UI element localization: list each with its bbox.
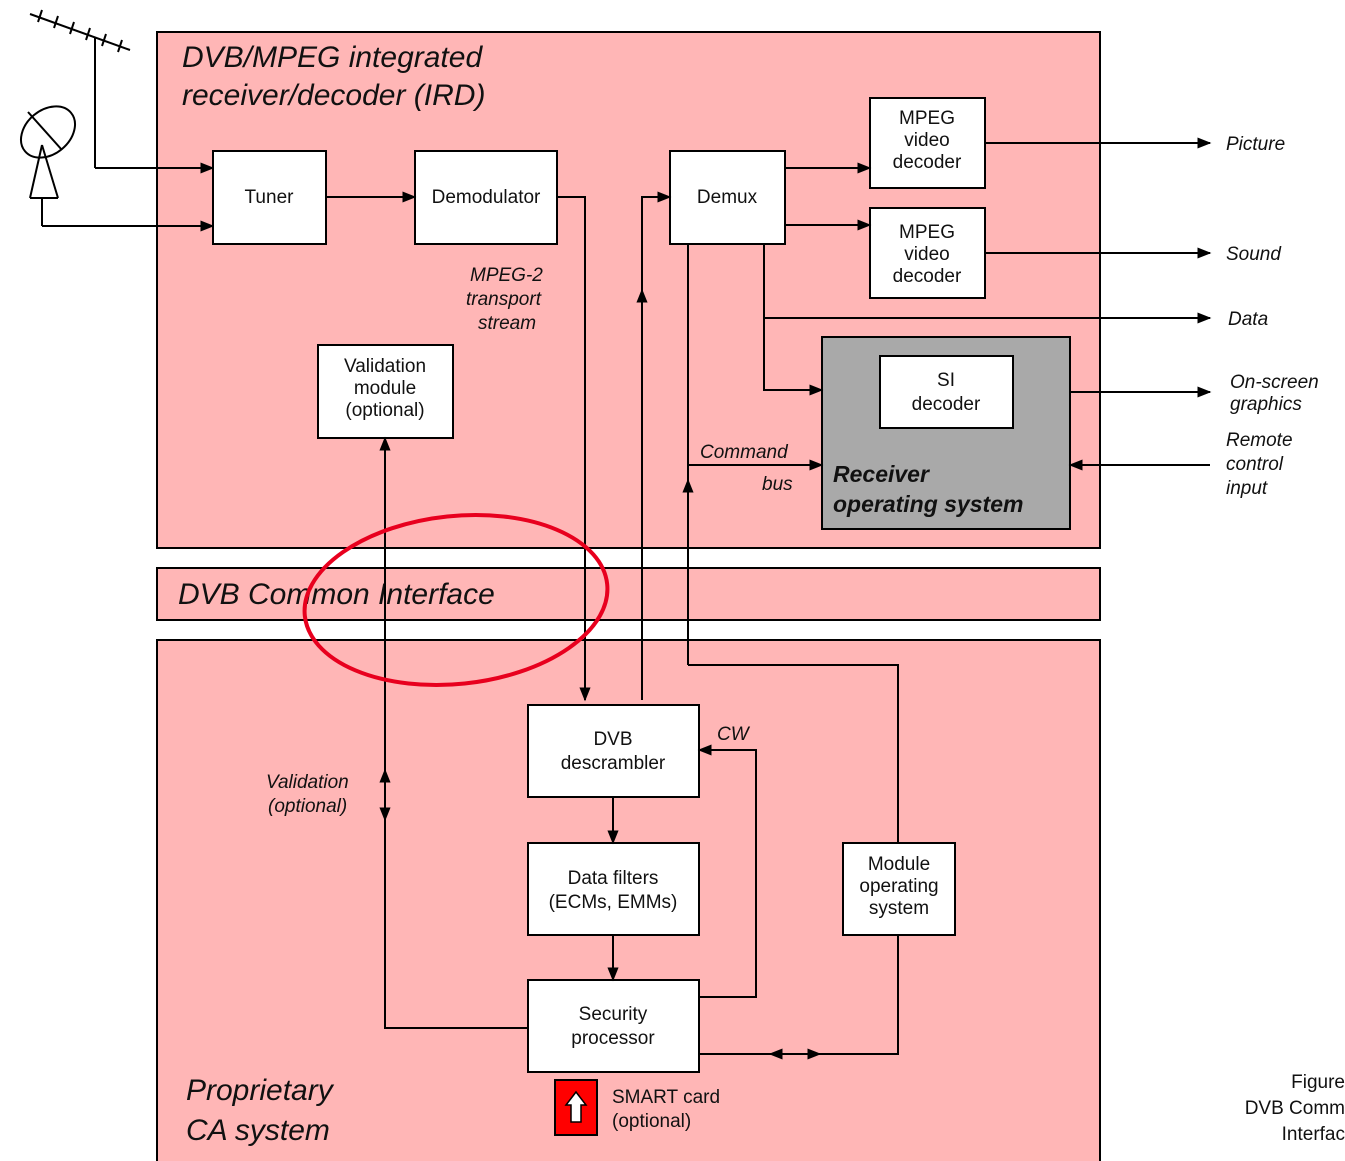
mpeg-video-decoder-2-line1: MPEG — [899, 222, 955, 243]
validation-module-line2: module — [354, 378, 416, 399]
si-decoder-block — [879, 355, 1014, 429]
satellite-dish-icon — [20, 105, 76, 226]
output-sound: Sound — [1226, 244, 1282, 265]
si-decoder-line1: SI — [937, 370, 955, 391]
figure-caption-line3: Interfac — [1282, 1124, 1345, 1145]
dvb-descrambler-block — [527, 704, 700, 798]
common-interface-band — [156, 567, 1101, 621]
highlight-ellipse — [302, 512, 610, 688]
ird-title-line2: receiver/decoder (IRD) — [182, 79, 485, 112]
mpeg-video-decoder-1-line1: MPEG — [899, 108, 955, 129]
smart-card-line1: SMART card — [612, 1087, 720, 1108]
output-remote-line2: control — [1226, 454, 1284, 475]
validation-module-line1: Validation — [344, 356, 426, 377]
common-interface-title: DVB Common Interface — [178, 578, 495, 611]
data-filters-line1: Data filters — [568, 868, 659, 889]
output-remote-line1: Remote — [1226, 430, 1293, 451]
terrestrial-antenna-icon — [29, 9, 131, 168]
security-processor-block — [527, 979, 700, 1073]
mpeg-video-decoder-2-line3: decoder — [893, 266, 962, 287]
validation-optional-line2: (optional) — [268, 796, 347, 817]
command-bus-line1: Command — [700, 442, 789, 463]
ca-system-title-line1: Proprietary — [186, 1074, 335, 1107]
module-os-block — [842, 842, 956, 936]
module-os-line2: operating — [859, 876, 938, 897]
output-remote-line3: input — [1226, 478, 1268, 499]
demux-label: Demux — [697, 187, 758, 208]
transport-stream-line2: transport — [466, 289, 542, 310]
mpeg-video-decoder-1-line3: decoder — [893, 152, 962, 173]
receiver-os-line2: operating system — [833, 491, 1023, 517]
demodulator-label: Demodulator — [432, 187, 541, 208]
figure-caption-line1: Figure — [1291, 1072, 1345, 1093]
receiver-os-line1: Receiver — [833, 461, 930, 487]
ca-system-title-line2: CA system — [186, 1114, 330, 1147]
figure-caption-line2: DVB Comm — [1245, 1098, 1345, 1119]
demux-block — [669, 150, 786, 245]
up-arrow-icon — [564, 1090, 588, 1123]
dvb-descrambler-line1: DVB — [593, 729, 632, 750]
security-processor-line2: processor — [571, 1028, 655, 1049]
demodulator-block — [414, 150, 558, 245]
mpeg-video-decoder-1-line2: video — [904, 130, 949, 151]
output-onscreen-line1: On-screen — [1230, 372, 1319, 393]
module-os-line3: system — [869, 898, 929, 919]
command-bus-line2: bus — [762, 474, 793, 495]
validation-module-block — [317, 344, 454, 439]
dvb-descrambler-line2: descrambler — [561, 753, 666, 774]
mpeg-video-decoder-2-line2: video — [904, 244, 949, 265]
output-picture: Picture — [1226, 134, 1285, 155]
mpeg-video-decoder-2-block — [869, 207, 986, 299]
cw-label: CW — [717, 724, 751, 745]
validation-module-line3: (optional) — [345, 400, 424, 421]
ird-title-line1: DVB/MPEG integrated — [182, 41, 483, 74]
data-filters-block — [527, 842, 700, 936]
tuner-label: Tuner — [245, 187, 295, 208]
transport-stream-line3: stream — [478, 313, 536, 334]
smart-card-line2: (optional) — [612, 1111, 691, 1132]
output-data: Data — [1228, 309, 1268, 330]
security-processor-line1: Security — [579, 1004, 648, 1025]
mpeg-video-decoder-1-block — [869, 97, 986, 189]
module-os-line1: Module — [868, 854, 930, 875]
tuner-block — [212, 150, 327, 245]
validation-optional-line1: Validation — [266, 772, 349, 793]
output-onscreen-line2: graphics — [1230, 394, 1302, 415]
transport-stream-line1: MPEG-2 — [470, 265, 543, 286]
si-decoder-line2: decoder — [912, 394, 981, 415]
data-filters-line2: (ECMs, EMMs) — [549, 892, 678, 913]
